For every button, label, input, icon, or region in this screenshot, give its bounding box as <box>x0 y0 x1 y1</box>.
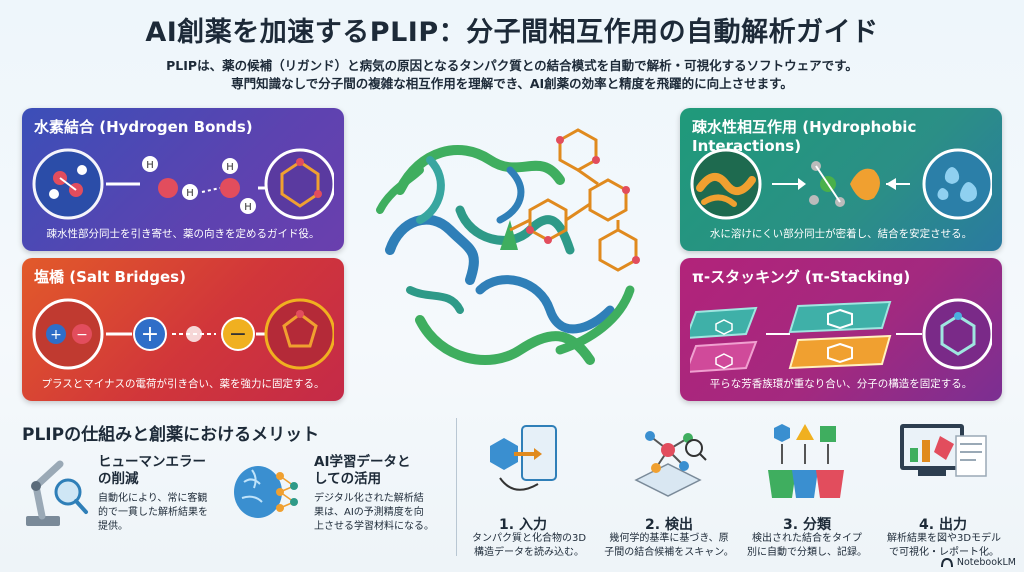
step-2-label: 2. 検出 <box>645 517 693 533</box>
atom-label-h2: H <box>186 188 194 199</box>
step-1-desc: タンパク質と化合物の3D 構造データを読み込む。 <box>471 533 587 558</box>
step-2-desc: 幾何学的基準に基づき、原 子間の結合候補をスキャン。 <box>604 533 734 558</box>
merit-1-title: ヒューマンエラー の削減 <box>98 454 206 488</box>
robot-arm-icon <box>26 460 88 526</box>
brain-network-icon <box>234 466 298 518</box>
merit-2-desc: デジタル化された解析結 果は、AIの予測精度を向 上させる学習材料になる。 <box>314 493 434 532</box>
atom-label-h1: H <box>146 160 154 171</box>
hydrogen-bonds-title: 水素結合 (Hydrogen Bonds) <box>34 118 253 136</box>
hydrophobic-card: 疎水性相互作用 (Hydrophobic Interactions) 水に溶けに… <box>680 108 1002 251</box>
pi-stacking-title: π-スタッキング (π-Stacking) <box>692 268 911 286</box>
merits-section-title: PLIPの仕組みと創薬におけるメリット <box>22 425 320 445</box>
hydrogen-bonds-card: 水素結合 (Hydrogen Bonds) H H H H 疎水性部分同士を引き… <box>22 108 344 251</box>
merit-1-title-line1: ヒューマンエラー <box>98 454 206 470</box>
salt-bridges-illustration: + − + − <box>32 294 336 372</box>
step-4-label: 4. 出力 <box>919 517 967 533</box>
hydrophobic-icon <box>690 148 994 220</box>
atom-label-h4: H <box>244 202 252 213</box>
svg-text:+: + <box>50 327 62 343</box>
detect-step-icon <box>634 431 707 497</box>
hydrophobic-desc: 水に溶けにくい部分同士が密着し、結合を安定させる。 <box>709 228 973 240</box>
salt-bridges-card: 塩橋 (Salt Bridges) + − + − プラスとマイナスの電荷が引き… <box>22 258 344 401</box>
merit-2-title: AI学習データと しての活用 <box>314 454 410 488</box>
merit-2-title-line1: AI学習データと <box>314 454 411 470</box>
step-4-desc: 解析結果を図や3Dモデル で可視化・レポート化。 <box>886 533 1002 558</box>
merit-1-title-line2: の削減 <box>98 470 139 487</box>
protein-ligand-complex-icon <box>376 128 640 365</box>
classify-step-icon <box>768 424 844 498</box>
notebooklm-logo-icon <box>940 557 953 567</box>
merit-1-desc: 自動化により、常に客観 的で一貫した解析結果を 提供。 <box>98 493 208 532</box>
svg-text:+: + <box>141 322 159 347</box>
notebooklm-badge: NotebookLM <box>940 557 1016 568</box>
notebooklm-badge-label: NotebookLM <box>956 557 1016 568</box>
page-subtitle-line1: PLIPは、薬の候補（リガンド）と病気の原因となるタンパク質との結合模式を自動で… <box>166 58 858 73</box>
pi-stacking-desc: 平らな芳香族環が重なり合い、分子の構造を固定する。 <box>709 378 973 390</box>
salt-bridges-title: 塩橋 (Salt Bridges) <box>34 268 186 286</box>
hydrogen-bonds-illustration: H H H H <box>32 144 336 222</box>
stacked-rings-icon <box>684 298 994 374</box>
svg-text:−: − <box>229 322 247 347</box>
step-3-label: 3. 分類 <box>783 517 831 533</box>
step-1-label: 1. 入力 <box>499 517 547 533</box>
atom-label-h3: H <box>226 162 234 173</box>
merit-2-title-line2: しての活用 <box>314 470 382 487</box>
page-subtitle-line2: 専門知識なしで分子間の複雑な相互作用を理解でき、AI創薬の効率と精度を飛躍的に向… <box>231 76 793 91</box>
pi-stacking-card: π-スタッキング (π-Stacking) 平らな芳香族環が重なり合い、分子の構… <box>680 258 1002 401</box>
pi-stacking-illustration <box>684 294 994 374</box>
svg-text:−: − <box>76 327 88 343</box>
hydrophobic-illustration <box>690 144 994 222</box>
page-title: AI創薬を加速するPLIP：分子間相互作用の自動解析ガイド <box>145 17 879 48</box>
output-step-icon <box>900 424 987 477</box>
charge-attraction-icon: + − + − <box>32 298 336 370</box>
input-step-icon <box>490 425 557 491</box>
step-3-desc: 検出された結合をタイプ 別に自動で分類し、記録。 <box>747 533 867 558</box>
hydrogen-bonds-desc: 疎水性部分同士を引き寄せ、薬の向きを定めるガイド役。 <box>46 228 320 240</box>
hydrogen-bond-molecules-icon: H H H H <box>32 148 336 220</box>
section-divider <box>456 418 457 556</box>
salt-bridges-desc: プラスとマイナスの電荷が引き合い、薬を強力に固定する。 <box>41 378 325 390</box>
